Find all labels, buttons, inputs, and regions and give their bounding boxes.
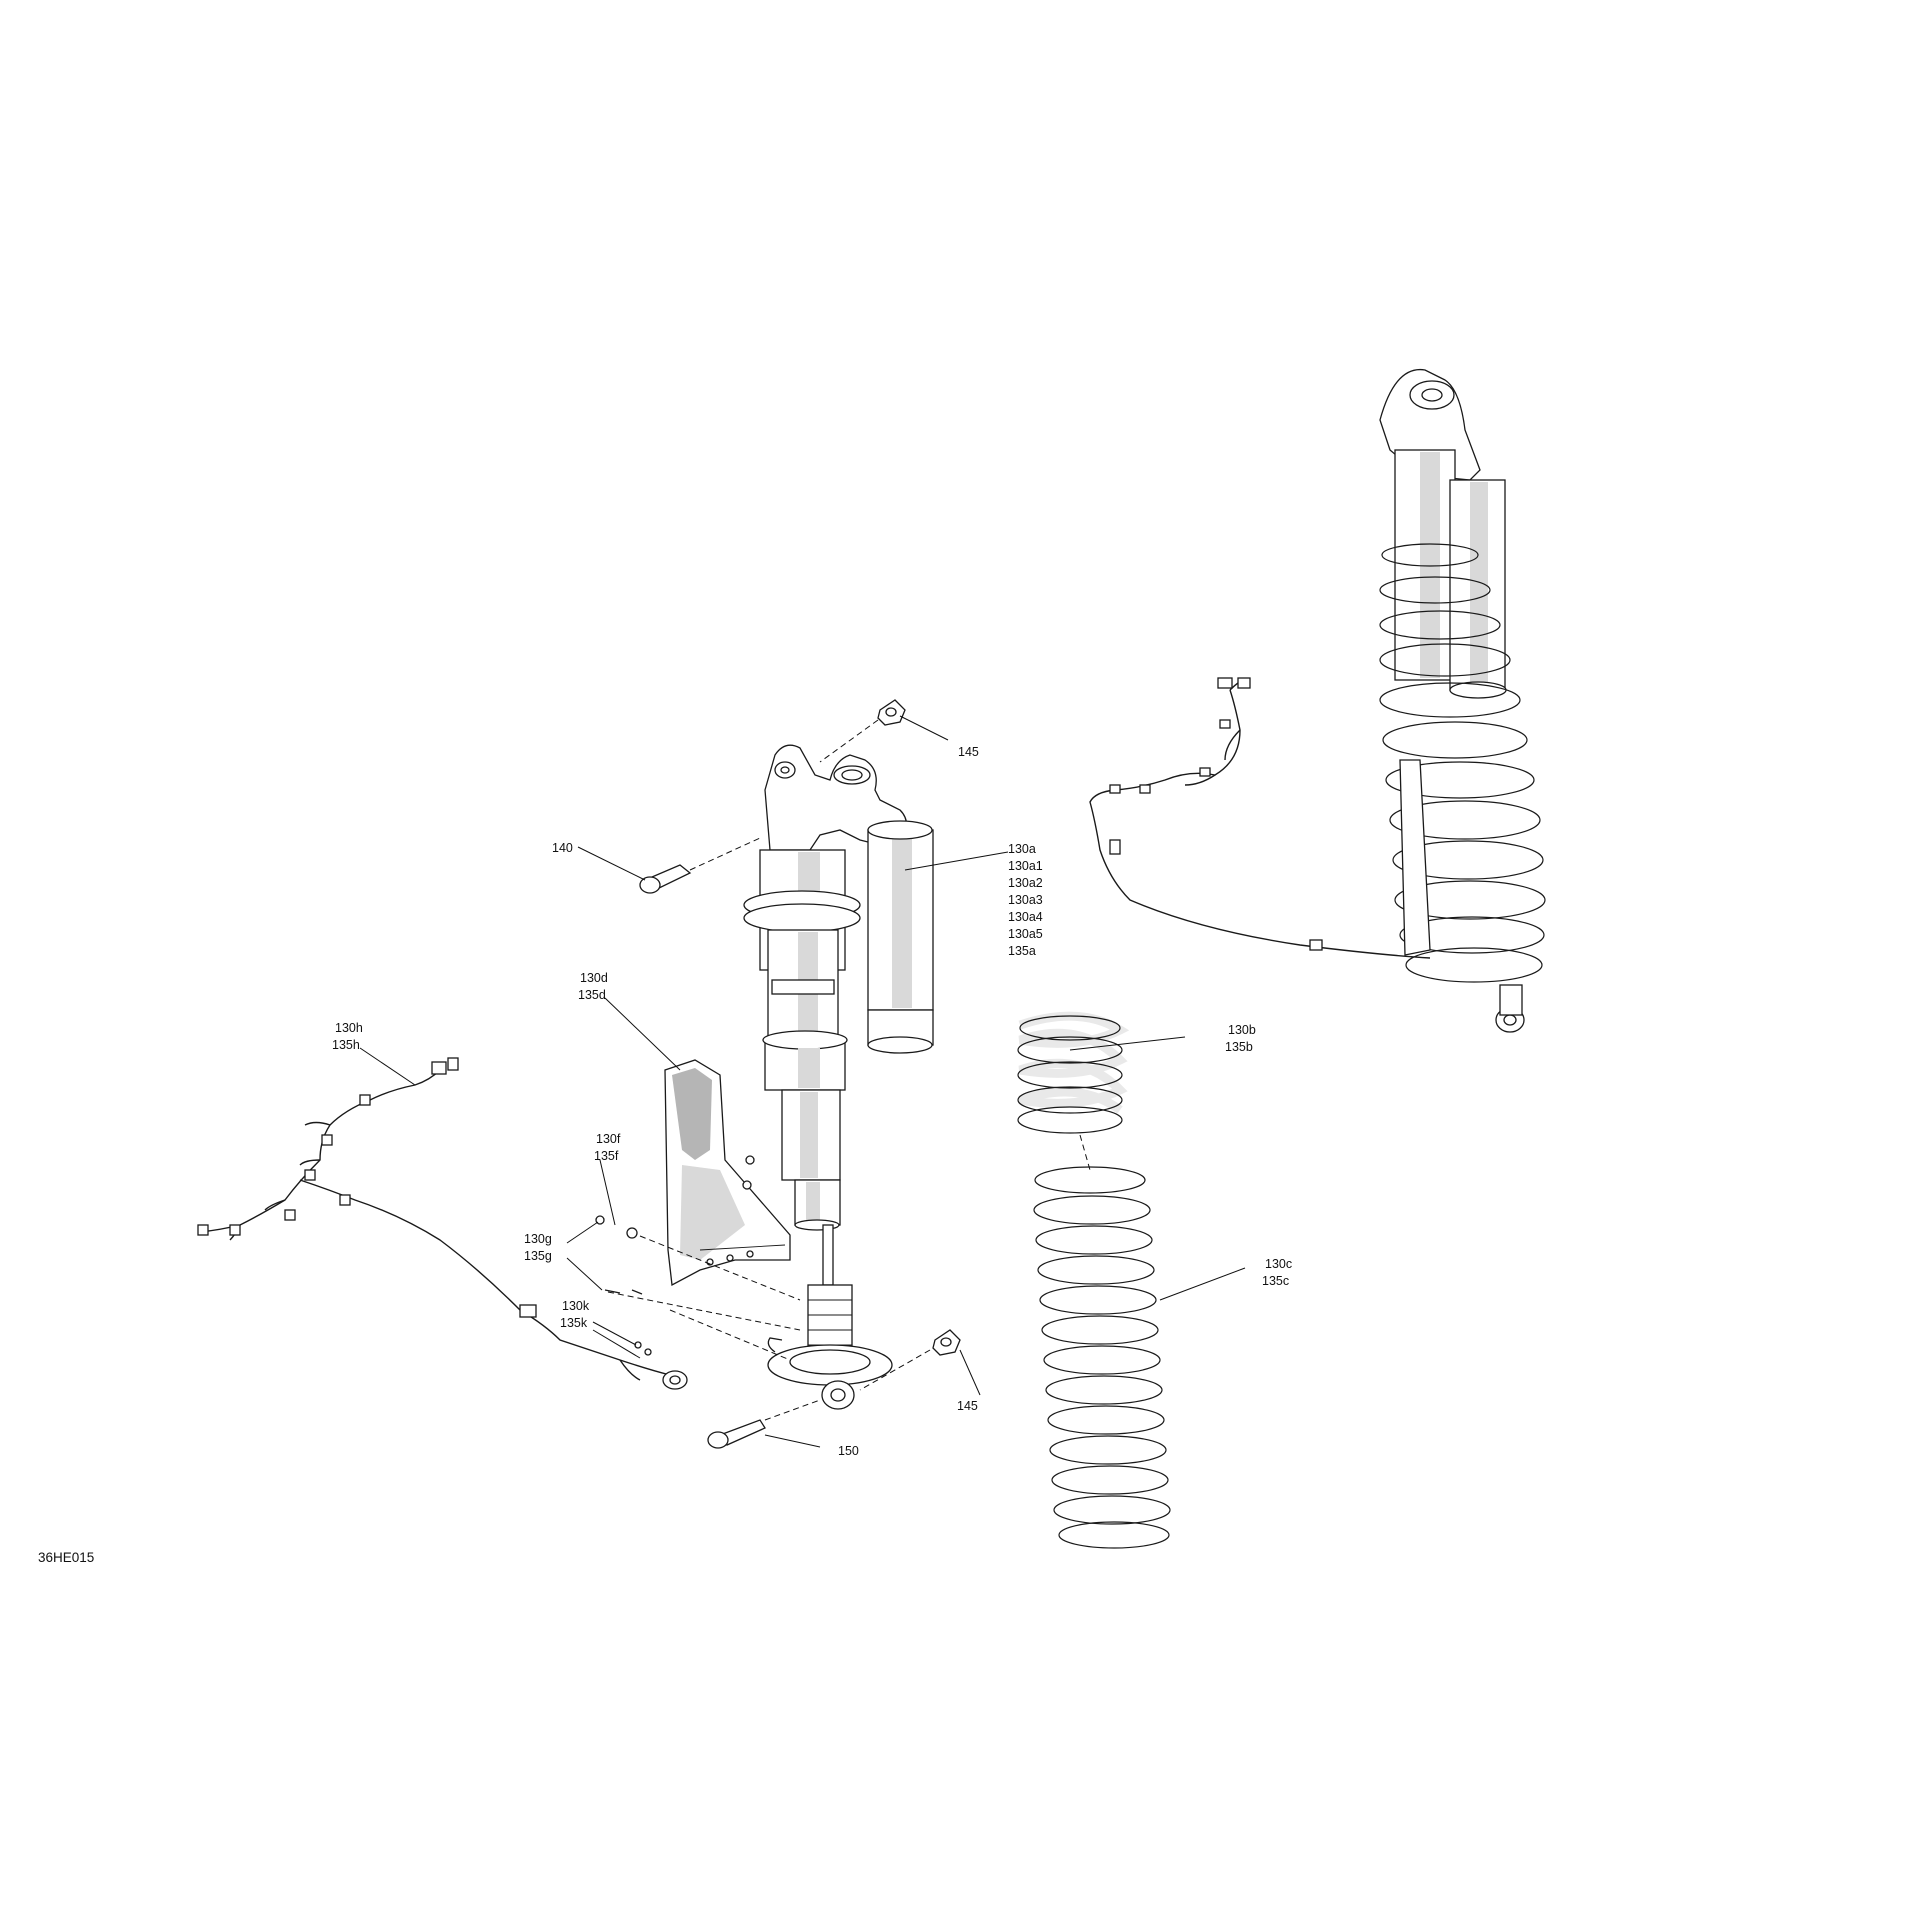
callout-130b: 130b [1228,1023,1256,1037]
callout-130d: 130d [580,971,608,985]
spring-large[interactable] [1033,1166,1171,1549]
assembly-guide-lines [607,719,1091,1421]
nut-145-bottom[interactable] [932,1329,961,1356]
clip-130k[interactable] [634,1341,652,1356]
bolt-150[interactable] [707,1419,766,1449]
nut-145-top[interactable] [877,699,906,726]
screw-130g[interactable] [595,1215,643,1295]
callout-130a2: 130a2 [1008,876,1043,890]
clip-130f[interactable] [742,1155,755,1190]
callout-130k: 130k [562,1299,590,1313]
shock-guard[interactable] [664,1059,791,1287]
callout-150: 150 [838,1444,859,1458]
callout-135b: 135b [1225,1040,1253,1054]
callout-130a1: 130a1 [1008,859,1043,873]
assembled-shock-absorber[interactable] [1379,368,1546,1033]
callout-130a4: 130a4 [1008,910,1043,924]
callout-130c: 130c [1265,1257,1292,1271]
callout-130h: 130h [335,1021,363,1035]
callout-130a3: 130a3 [1008,893,1043,907]
callout-140: 140 [552,841,573,855]
spring-small[interactable] [1017,1011,1130,1134]
callout-135g: 135g [524,1249,552,1263]
bolt-140[interactable] [639,864,692,894]
callout-135h: 135h [332,1038,360,1052]
callout-135c: 135c [1262,1274,1289,1288]
callout-145-top: 145 [958,745,979,759]
callout-135a: 135a [1008,944,1036,958]
callout-135k: 135k [560,1316,588,1330]
reservoir-canister[interactable] [867,820,934,1054]
harness-assembled[interactable] [1089,677,1431,959]
shock-absorber-body[interactable] [743,744,908,1410]
callout-130g: 130g [524,1232,552,1246]
diagram-id: 36HE015 [38,1550,94,1565]
harness-exploded[interactable] [197,1057,688,1390]
callout-130f: 130f [596,1132,621,1146]
callout-145-bottom: 145 [957,1399,978,1413]
leader-lines [359,715,1246,1448]
callout-labels: 140 145 145 150 130a 130a1 130a2 130a3 1… [38,745,1292,1565]
callout-130a: 130a [1008,842,1036,856]
callout-135f: 135f [594,1149,619,1163]
callout-130a5: 130a5 [1008,927,1043,941]
callout-135d: 135d [578,988,606,1002]
